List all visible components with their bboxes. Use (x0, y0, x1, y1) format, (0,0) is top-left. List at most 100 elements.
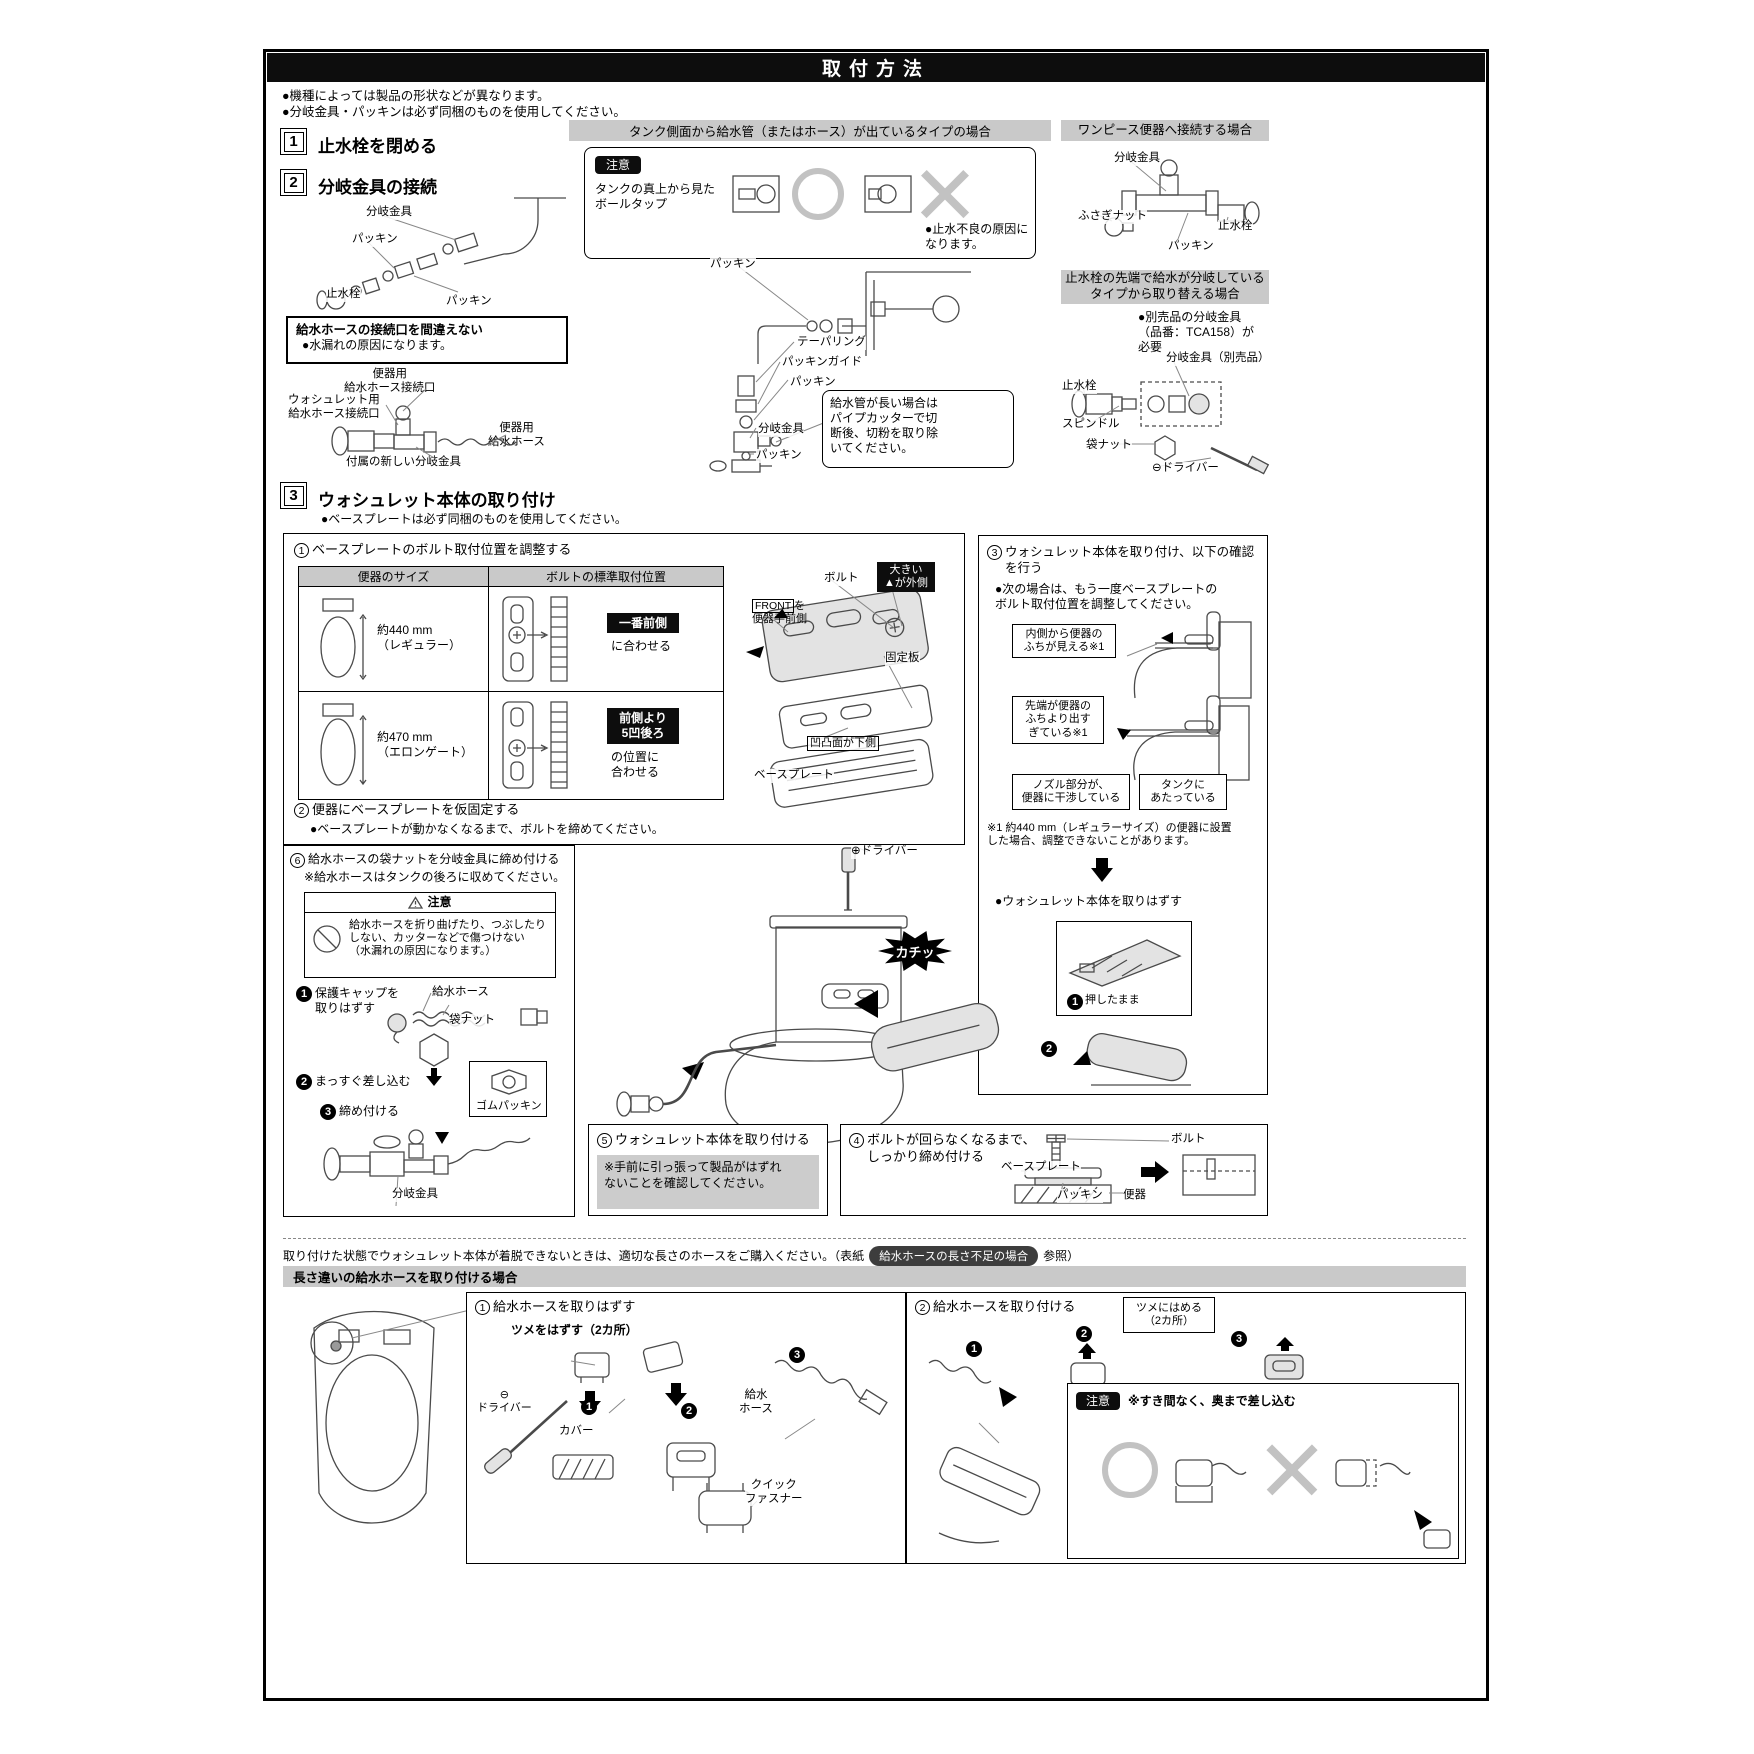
label-bolt4: ボルト (1171, 1133, 1206, 1147)
b2-badge-2: 2 (1076, 1326, 1092, 1342)
plate-front-icon (502, 596, 568, 682)
page-title: 取付方法 (267, 53, 1485, 82)
b1-hose-label: 給水 ホース (739, 1389, 773, 1417)
remove-hose-box: 1 給水ホースを取りはずす ツメをはずす（2カ所） ⊖ ドライバー 1 カバー … (466, 1292, 906, 1564)
label-baseplate4: ベースプレート (1001, 1161, 1081, 1175)
table-header-position: ボルトの標準取付位置 (489, 567, 723, 587)
b2-title-row: 2 給水ホースを取り付ける (915, 1299, 1075, 1316)
label-gom: ゴムパッキン (476, 1100, 542, 1112)
table-row1-position: 一番前側 に合わせる (489, 587, 723, 692)
step3-title: ウォシュレット本体の取り付け (318, 491, 556, 510)
step2-label-bunki: 分岐金具 (366, 206, 412, 220)
caution-badge: 注意 (595, 156, 641, 174)
replace-label-spindle: スピンドル (1062, 418, 1120, 432)
tank-label-packing2: パッキン (790, 376, 836, 390)
hose-port-warning-box: 給水ホースの接続口を間違えない ●水漏れの原因になります。 (286, 316, 568, 364)
b2-ng-mark (1264, 1442, 1320, 1498)
manual-page: 取付方法 ●機種によっては製品の形状などが異なります。 ●分岐金具・パッキンは必… (263, 49, 1489, 1701)
step2-label-packing-a: パッキン (352, 233, 398, 247)
toilet-check1 (1126, 611, 1252, 699)
b2-ng-sketch (1335, 1459, 1411, 1487)
center-toilet-figure (616, 845, 1000, 1145)
pipe-cut-note: 給水管が長い場合は パイプカッターで切 断後、切粉を取り除 いてください。 (822, 390, 1014, 468)
purchase-post: 参照） (1043, 1248, 1080, 1263)
b1-title: 給水ホースを取りはずす (493, 1299, 636, 1314)
table-row2-size: 約470 mm （エロンゲート） (299, 692, 489, 799)
alt-header-text: 長さ違いの給水ホースを取り付ける場合 (293, 1271, 518, 1285)
b1-diagram (484, 1341, 888, 1533)
b2-main-diagram (928, 1359, 1041, 1544)
b2-badge-1: 1 (966, 1341, 982, 1357)
hose-title: 給水ホースの袋ナットを分岐金具に締め付ける (308, 852, 560, 866)
step3-number: 3 (280, 482, 307, 509)
attach-hose-box: 2 給水ホースを取り付ける 1 2 ツメにはめる （2カ所） 3 注意 ※すき間… (906, 1292, 1466, 1564)
table-row1-size: 約440 mm （レギュラー） (299, 587, 489, 692)
hose-caution-header: 注意 (305, 893, 555, 913)
check-cond3: ノズル部分が、 便器に干渉している (1012, 774, 1130, 810)
tank-panel-header: タンク側面から給水管（またはホース）が出ているタイプの場合 (569, 120, 1051, 141)
gom-box: ゴムパッキン (469, 1061, 547, 1117)
attach-title: ウォシュレット本体を取り付ける (615, 1132, 810, 1147)
rubber-packing-icon (491, 1069, 527, 1095)
replace-label-driver: ⊖ドライバー (1152, 462, 1219, 476)
size-470: 約470 mm （エロンゲート） (377, 730, 474, 759)
label-hose: 給水ホース (432, 986, 489, 1000)
step2-title: 分岐金具の接続 (318, 178, 437, 197)
tank-label-packing1: パッキン (710, 258, 756, 272)
table-header-size: 便器のサイズ (299, 567, 489, 587)
hose-caution-box: 注意 給水ホースを折り曲げたり、つぶしたり しない、カッターなどで傷つけない （… (304, 892, 556, 978)
hose-step-c: 3 締め付ける (320, 1104, 399, 1120)
hose-subtitle: ※給水ホースはタンクの後ろに収めてください。 (304, 870, 566, 884)
step-badge-2: 2 (1041, 1041, 1057, 1057)
nut-insert-diagram (419, 1033, 449, 1086)
replace-note: ●別売品の分岐金具 （品番：TCA158）が 必要 (1138, 310, 1255, 354)
b2-caution-badge: 注意 (1076, 1392, 1120, 1410)
badge-c: 3 (320, 1104, 336, 1120)
prohibition-icon (313, 925, 341, 953)
onepiece-label-bunki: 分岐金具 (1114, 152, 1160, 166)
tank-plumbing-diagram (709, 265, 971, 473)
hose-box: 6 給水ホースの袋ナットを分岐金具に締め付ける ※給水ホースはタンクの後ろに収め… (283, 845, 575, 1217)
b2-caution-note: ※すき間なく、奥まで差し込む (1128, 1394, 1296, 1408)
hold-label: 押したまま (1085, 994, 1140, 1006)
step1-number: 1 (280, 128, 307, 155)
label-benki-hose: 便器用 給水ホース (488, 422, 545, 450)
replace-title: 止水栓の先端で給水が分岐している タイプから取り替える場合 (1065, 271, 1265, 301)
alt-header: 長さ違いの給水ホースを取り付ける場合 (283, 1266, 1466, 1287)
label-packing4: パッキン (1057, 1189, 1103, 1203)
label-new-fitting: 付属の新しい分岐金具 (346, 456, 461, 470)
b2-title: 給水ホースを取り付ける (933, 1299, 1076, 1314)
down-arrow (1091, 858, 1113, 882)
label-recess-down: 凹凸面が下側 (807, 736, 879, 751)
ok-mark (792, 168, 844, 220)
step1-title: 止水栓を閉める (318, 137, 437, 156)
seat-elongated-icon (320, 703, 367, 786)
hose-title-row: 6 給水ホースの袋ナットを分岐金具に締め付ける (290, 852, 559, 868)
tighten-title: ボルトが回らなくなるまで、 しっかり締め付ける (867, 1132, 1036, 1164)
intro-note-2: ●分岐金具・パッキンは必ず同梱のものを使用してください。 (282, 105, 626, 119)
table-row2-position: 前側より 5凹後ろ の位置に 合わせる (489, 692, 723, 799)
size-440: 約440 mm （レギュラー） (377, 623, 462, 652)
circle-number-3: 3 (987, 545, 1002, 560)
replace-diagram (1071, 359, 1270, 475)
b1-badge-2: 2 (681, 1403, 697, 1419)
balltap-ng-icon (864, 175, 912, 213)
label-bunki6: 分岐金具 (392, 1188, 438, 1202)
tank-panel-title: タンク側面から給水管（またはホース）が出ているタイプの場合 (629, 125, 991, 139)
circle-number-2: 2 (294, 803, 309, 818)
b1-title-row: 1 給水ホースを取りはずす (475, 1299, 635, 1316)
replace-label-shisui: 止水栓 (1062, 380, 1097, 394)
warn-title: 給水ホースの接続口を間違えない (296, 323, 483, 337)
purchase-badge: 給水ホースの長さ不足の場合 (869, 1246, 1039, 1266)
b2-tsume-box: ツメにはめる （2カ所） (1123, 1297, 1215, 1333)
ng-mark (919, 168, 971, 220)
hose-step-a-label: 保護キャップを 取りはずす (315, 986, 400, 1015)
hose-caution-word: 注意 (427, 895, 452, 909)
check-lead: ●次の場合は、もう一度ベースプレートの ボルト取付位置を調整してください。 (995, 582, 1218, 611)
attach-note-text: ※手前に引っ張って製品がはずれ ないことを確認してください。 (604, 1160, 782, 1190)
onepiece-title: ワンピース便器へ接続する場合 (1077, 122, 1253, 137)
b2-ok-sketch (1175, 1459, 1247, 1503)
label-benki-port: 便器用 給水ホース接続口 (344, 368, 436, 396)
onepiece-panel-header: ワンピース便器へ接続する場合 (1061, 120, 1269, 141)
